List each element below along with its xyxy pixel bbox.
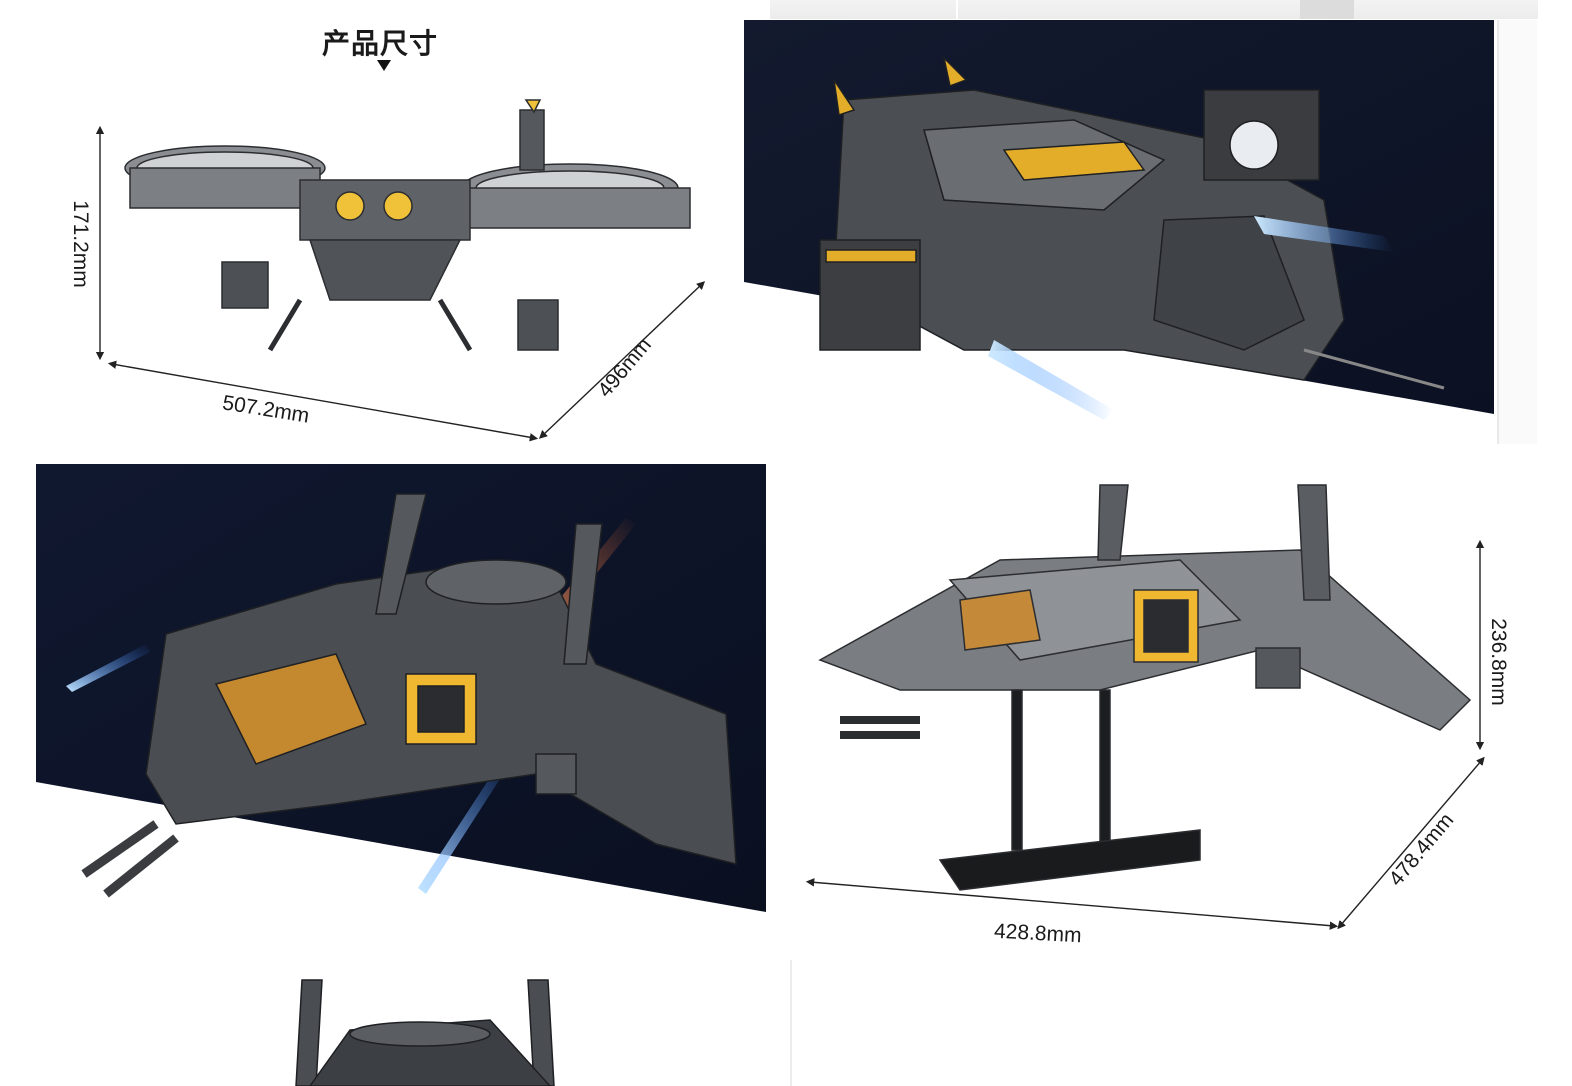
render-top-svg <box>744 20 1494 420</box>
model-figure-1 <box>124 99 691 352</box>
top-strip-divider <box>956 0 958 19</box>
dimension-height-label: 171.2mm <box>68 200 92 288</box>
dimension-width-label-2: 428.8mm <box>993 919 1083 948</box>
render-bottom-partial <box>295 979 555 1086</box>
top-strip-chip <box>1300 0 1354 19</box>
right-edge-rule <box>1497 20 1537 444</box>
section-title: 产品尺寸 <box>321 27 438 60</box>
render-panel-middle <box>36 464 766 944</box>
bottom-divider <box>790 960 792 1086</box>
model-figure-2 <box>818 484 1472 891</box>
render-panel-top <box>744 20 1494 440</box>
dimension-height-label-2: 236.8mm <box>1486 618 1510 706</box>
render-middle-svg <box>36 464 766 912</box>
top-strip <box>770 0 1538 19</box>
triangle-down-icon <box>377 60 391 71</box>
